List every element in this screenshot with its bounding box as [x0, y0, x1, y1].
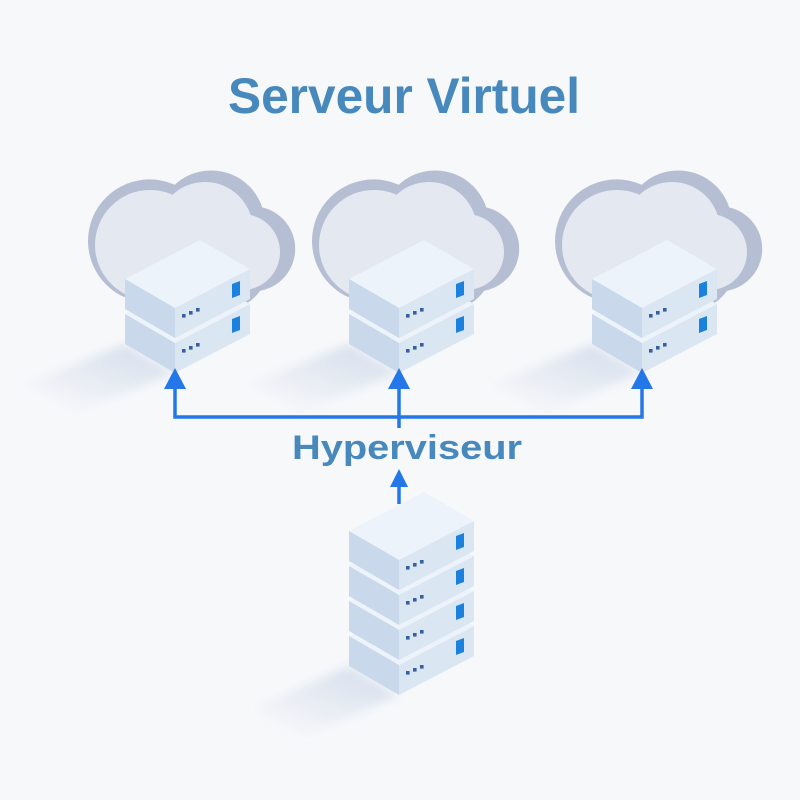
- arrow-up-icon: [390, 469, 408, 487]
- hypervisor-label: Hyperviseur: [292, 429, 522, 467]
- hypervisor-to-servers-arrows: [164, 368, 653, 428]
- arrow-up-icon: [388, 368, 410, 389]
- cloud-server-icon: [25, 170, 295, 413]
- connector-line: [173, 388, 644, 419]
- arrow-up-icon: [631, 368, 653, 389]
- cloud-server-icon: [492, 170, 762, 413]
- page-title: Serveur Virtuel: [228, 68, 580, 124]
- server-stack-icon: [254, 492, 474, 737]
- host-to-hypervisor-arrow: [390, 469, 408, 504]
- stack-shadow: [254, 666, 399, 737]
- cloud-server-icon: [249, 170, 519, 413]
- arrow-up-icon: [164, 368, 186, 389]
